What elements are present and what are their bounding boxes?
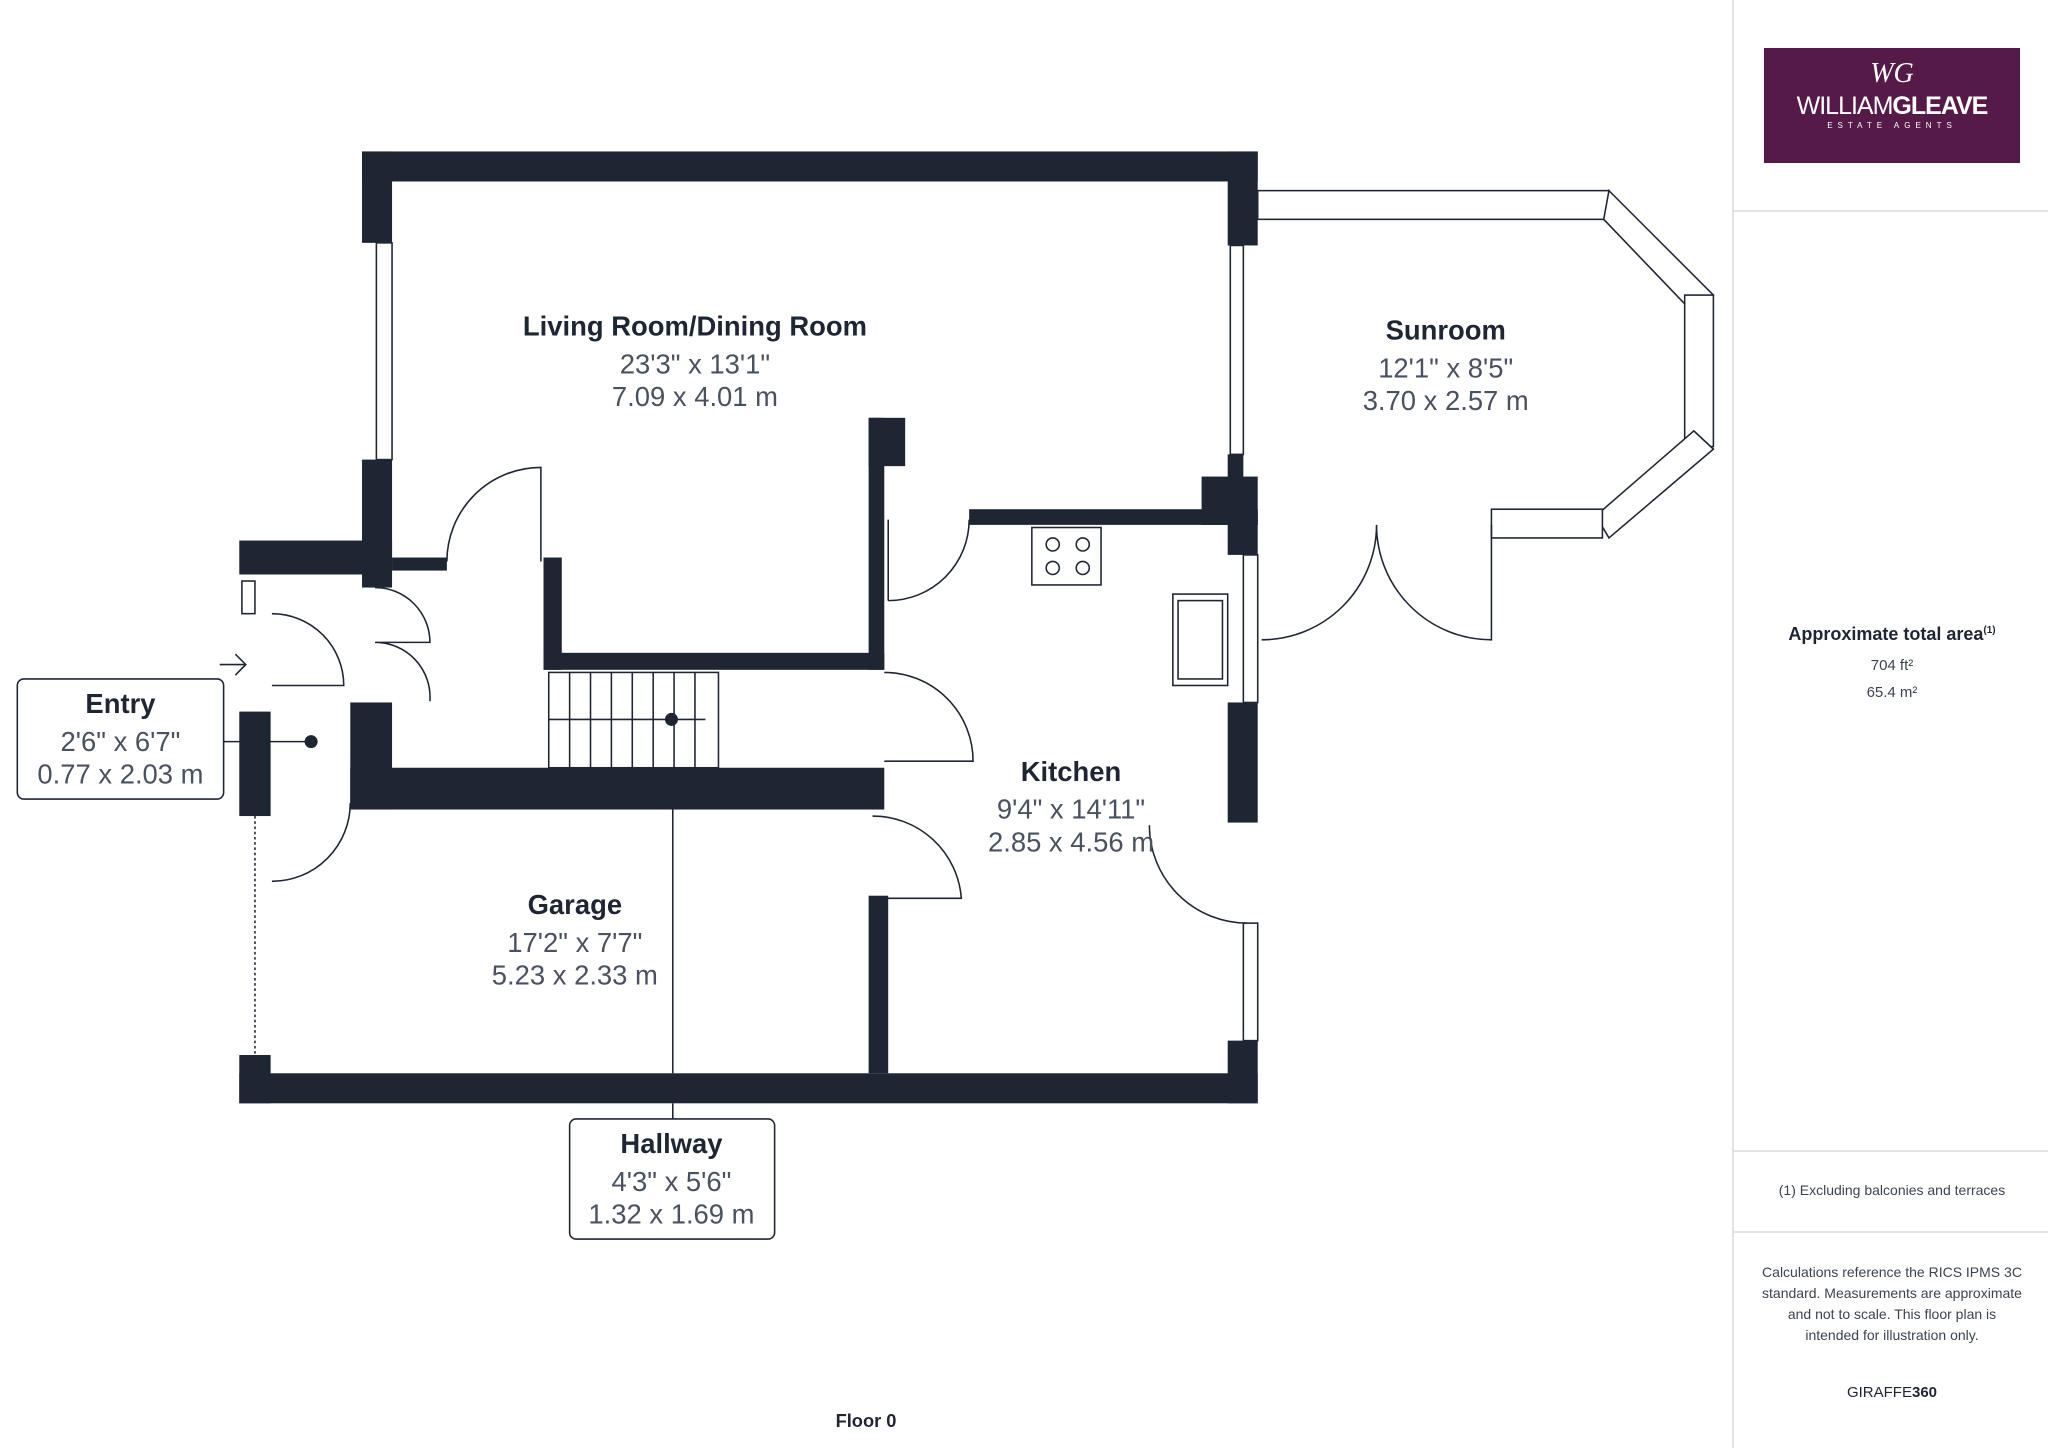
room-label-living: Living Room/Dining Room 23'3" x 13'1" 7.… [523,311,867,413]
hob-icon [1031,526,1102,586]
svg-text:Sunroom: Sunroom [1386,314,1506,345]
brand-logo: WG WILLIAMGLEAVE ESTATE AGENTS [1764,48,2020,163]
doors [271,466,1493,1074]
staircase [304,671,720,769]
disclaimer: Calculations reference the RICS IPMS 3C … [1762,1264,2022,1343]
svg-text:7.09 x 4.01 m: 7.09 x 4.01 m [612,381,778,412]
area-sqm: 65.4 m² [1866,684,1918,701]
svg-text:1.32 x 1.69 m: 1.32 x 1.69 m [588,1198,754,1229]
room-label-kitchen: Kitchen 9'4" x 14'11" 2.85 x 4.56 m [988,756,1154,858]
svg-text:9'4" x 14'11": 9'4" x 14'11" [997,794,1145,825]
entry-arrow-icon [219,653,247,676]
brand-name-bold: GLEAVE [1892,92,1988,120]
brand-monogram: WG [1870,58,1914,89]
giraffe360-credit: GIRAFFE360 [1846,1384,1938,1401]
area-sqft: 704 ft² [1870,657,1914,674]
room-label-sunroom: Sunroom 12'1" x 8'5" 3.70 x 2.57 m [1363,314,1529,416]
svg-text:23'3" x 13'1": 23'3" x 13'1" [620,348,770,379]
area-title: Approximate total area [1788,624,1984,644]
brand-tagline: ESTATE AGENTS [1827,121,1957,130]
floor-label: Floor 0 [836,1410,897,1431]
info-panel: WG WILLIAMGLEAVE ESTATE AGENTS Approxima… [1732,0,2048,1448]
svg-text:5.23 x 2.33 m: 5.23 x 2.33 m [492,959,658,990]
area-footnote-ref: (1) [1983,625,1996,636]
room-label-hallway: Hallway 4'3" x 5'6" 1.32 x 1.69 m [568,1103,776,1240]
svg-text:2.85 x 4.56 m: 2.85 x 4.56 m [988,826,1154,857]
svg-text:Garage: Garage [528,889,622,920]
svg-text:2'6" x 6'7": 2'6" x 6'7" [61,726,181,757]
svg-text:Hallway: Hallway [620,1128,723,1159]
svg-text:3.70 x 2.57 m: 3.70 x 2.57 m [1363,385,1529,416]
svg-text:Living Room/Dining Room: Living Room/Dining Room [523,311,867,342]
sink-icon [1172,593,1229,687]
footnote: (1) Excluding balconies and terraces [1778,1182,2006,1198]
svg-text:Kitchen: Kitchen [1021,756,1121,787]
svg-text:12'1" x 8'5": 12'1" x 8'5" [1378,352,1513,383]
svg-text:17'2" x 7'7": 17'2" x 7'7" [507,927,642,958]
area-section: Approximate total area(1) 704 ft² 65.4 m… [1734,624,2048,701]
walls [239,151,1715,1104]
svg-text:Entry: Entry [85,688,156,719]
svg-text:0.77 x 2.03 m: 0.77 x 2.03 m [37,758,203,789]
brand-name-light: WILLIAM [1796,92,1894,120]
svg-text:4'3" x 5'6": 4'3" x 5'6" [612,1166,732,1197]
room-label-garage: Garage 17'2" x 7'7" 5.23 x 2.33 m [492,889,658,991]
room-label-entry: Entry 2'6" x 6'7" 0.77 x 2.03 m [16,678,312,800]
